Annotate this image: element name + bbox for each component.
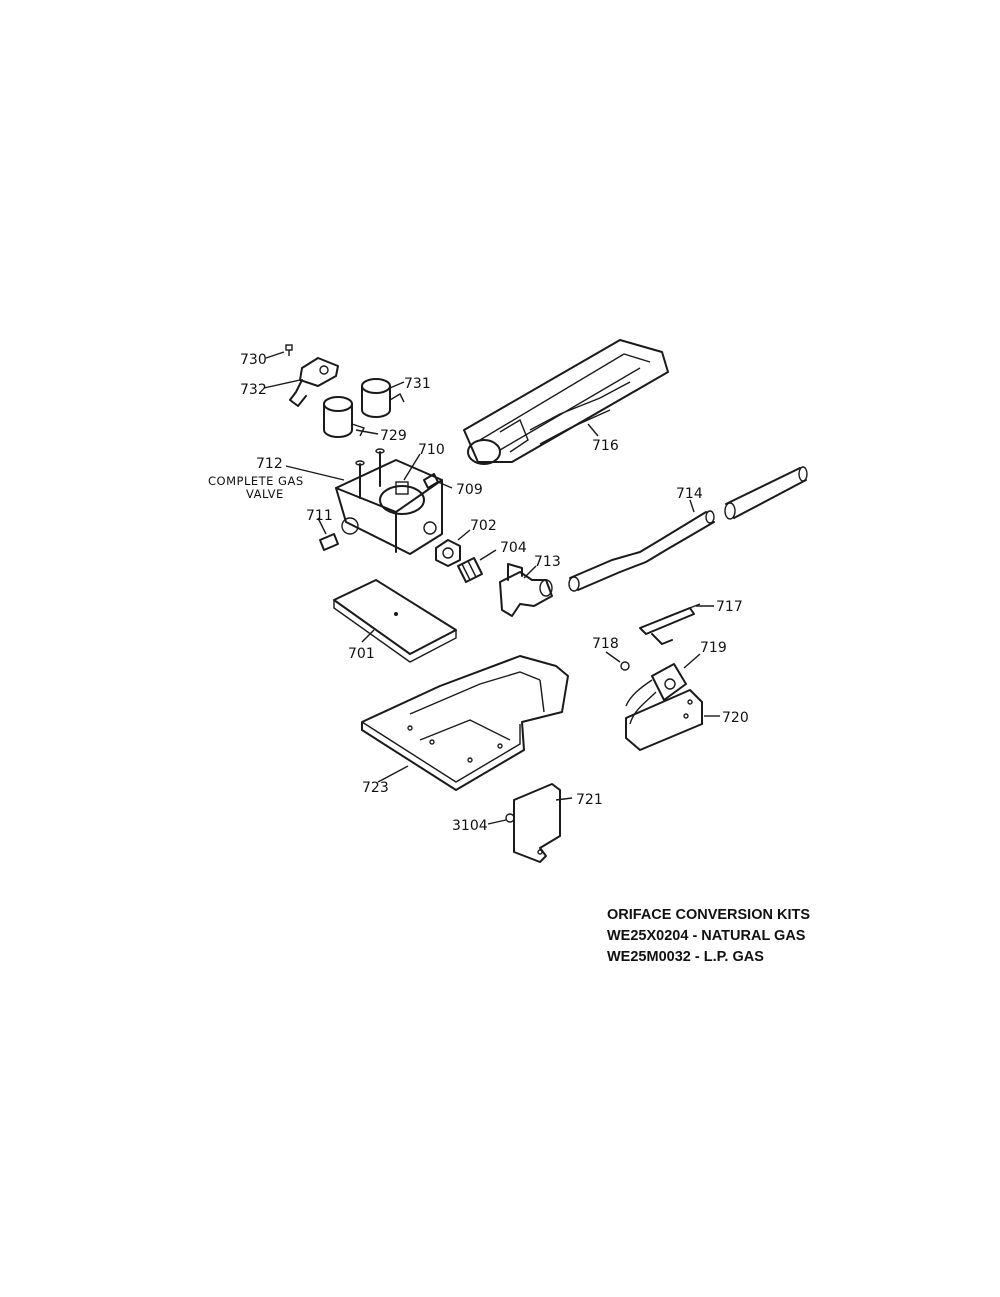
part-721-shield bbox=[513, 783, 561, 863]
label-709: 709 bbox=[456, 482, 483, 498]
part-714-pipe bbox=[568, 510, 715, 592]
label-712: 712 bbox=[256, 456, 283, 472]
kit-natural-gas: WE25X0204 - NATURAL GAS bbox=[607, 928, 806, 944]
part-3104-screw bbox=[505, 813, 515, 823]
label-711: 711 bbox=[306, 508, 333, 524]
label-719: 719 bbox=[700, 640, 727, 656]
part-701-plate bbox=[333, 579, 457, 663]
label-717: 717 bbox=[716, 599, 743, 615]
label-730: 730 bbox=[240, 352, 267, 368]
part-702-nut bbox=[435, 539, 461, 567]
part-719-igniter bbox=[625, 663, 687, 725]
label-716: 716 bbox=[592, 438, 619, 454]
label-3104: 3104 bbox=[452, 818, 488, 834]
label-713: 713 bbox=[534, 554, 561, 570]
part-pipe-straight bbox=[724, 466, 808, 520]
label-721: 721 bbox=[576, 792, 603, 808]
part-731-coil bbox=[361, 378, 405, 418]
label-732: 732 bbox=[240, 382, 267, 398]
part-730-screw bbox=[285, 344, 293, 356]
valve-caption-line1: COMPLETE GAS bbox=[208, 474, 304, 488]
part-711-fitting bbox=[319, 533, 339, 551]
valve-caption-line2: VALVE bbox=[246, 487, 284, 501]
label-729: 729 bbox=[380, 428, 407, 444]
label-714: 714 bbox=[676, 486, 703, 502]
label-701: 701 bbox=[348, 646, 375, 662]
part-709-fitting bbox=[423, 473, 439, 489]
label-702: 702 bbox=[470, 518, 497, 534]
part-704-fitting bbox=[457, 557, 483, 583]
part-717-igniter-holder bbox=[639, 603, 701, 645]
conversion-kits-note: ORIFACE CONVERSION KITS WE25X0204 - NATU… bbox=[607, 905, 810, 968]
label-720: 720 bbox=[722, 710, 749, 726]
part-720-bracket bbox=[625, 689, 703, 751]
label-704: 704 bbox=[500, 540, 527, 556]
label-718: 718 bbox=[592, 636, 619, 652]
label-731: 731 bbox=[404, 376, 431, 392]
kit-lp-gas: WE25M0032 - L.P. GAS bbox=[607, 949, 764, 965]
label-723: 723 bbox=[362, 780, 389, 796]
part-716-burner bbox=[463, 339, 669, 465]
part-718-screw bbox=[620, 661, 630, 671]
label-710: 710 bbox=[418, 442, 445, 458]
part-712-gas-valve bbox=[335, 448, 443, 555]
kits-title: ORIFACE CONVERSION KITS bbox=[607, 907, 811, 923]
part-713-elbow bbox=[499, 563, 553, 617]
part-729-coil bbox=[323, 396, 365, 438]
part-723-frame bbox=[361, 655, 569, 791]
